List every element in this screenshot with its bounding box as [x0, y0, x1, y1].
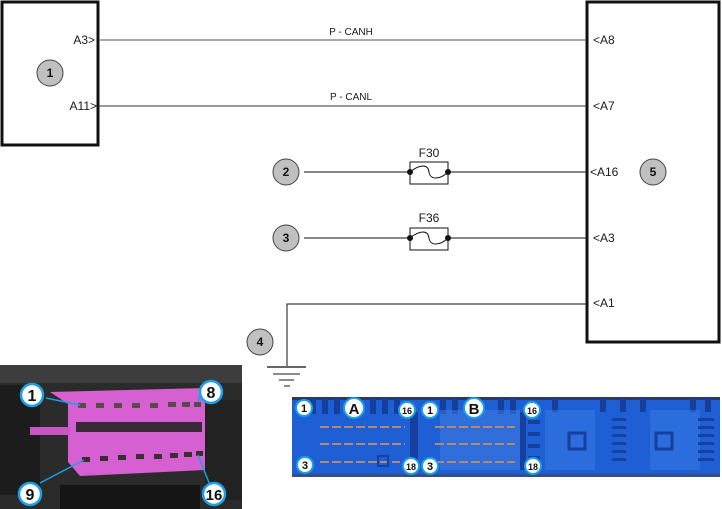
obd-label-8: 8	[207, 385, 216, 402]
ecu-latch-2	[654, 431, 674, 451]
fuse-f36-label: F36	[419, 211, 440, 225]
ecu-section-b-label: B	[469, 401, 480, 418]
c5-pin-a7-label: <A7	[593, 99, 615, 113]
ecu-a-label-16: 16	[402, 406, 412, 416]
ecu-connector-photo: 1 16 1 16 3 18 3 18 A B	[292, 397, 720, 477]
fuse-f36-terminal-left	[407, 235, 413, 241]
callout-3	[272, 224, 300, 252]
c5-pin-a1-label: <A1	[593, 296, 615, 310]
callout-5	[639, 158, 667, 186]
fuse-f30-element	[409, 165, 449, 179]
ecu-a-label-1: 1	[301, 403, 307, 415]
obd-connector-photo: 1 8 9 16	[0, 365, 242, 509]
obd-label-8-circle	[198, 379, 224, 405]
ground-icon	[267, 366, 306, 387]
callout-4	[246, 328, 274, 356]
callout-1-text: 1	[47, 66, 54, 80]
ecu-a-label-3: 3	[302, 460, 308, 472]
obd-label-16: 16	[206, 487, 223, 504]
obd-label-16-circle	[201, 481, 227, 507]
callout-2-text: 2	[283, 165, 290, 179]
ecu-b-label-1: 1	[427, 405, 433, 417]
ecu-b-label-18: 18	[528, 462, 538, 472]
wire-canl-label: P - CANL	[330, 92, 372, 103]
ecu-section-a-label: A	[349, 401, 360, 418]
callout-2	[272, 158, 300, 186]
c1-pin-a3-label: A3>	[73, 33, 95, 47]
c1-pin-a11-label: A11>	[70, 99, 97, 113]
ecu-latch-1	[567, 431, 587, 451]
fuse-f36-element	[409, 231, 449, 245]
callout-5-text: 5	[650, 165, 657, 179]
callout-3-text: 3	[283, 231, 290, 245]
obd-label-9-circle	[17, 481, 43, 507]
callout-1	[36, 59, 64, 87]
wire-canh-label: P - CANH	[329, 27, 373, 38]
obd-label-1: 1	[28, 388, 37, 405]
c5-pin-a3-label: <A3	[593, 231, 615, 245]
callout-4-text: 4	[257, 335, 264, 349]
obd-label-9: 9	[26, 487, 35, 504]
obd-pins-bottom	[82, 451, 203, 462]
ecu-a-label-18: 18	[406, 462, 416, 472]
obd-pins-top	[78, 402, 201, 408]
c5-pin-a8-label: <A8	[593, 33, 615, 47]
c5-pin-a16-label: <A16	[590, 165, 619, 179]
wire-ground	[286, 303, 586, 367]
fuse-f30-terminal-left	[407, 169, 413, 175]
fuse-f30-label: F30	[419, 146, 440, 160]
obd-label-1-circle	[19, 382, 45, 408]
ecu-b-label-3: 3	[427, 461, 433, 473]
ecu-b-label-16: 16	[527, 406, 537, 416]
